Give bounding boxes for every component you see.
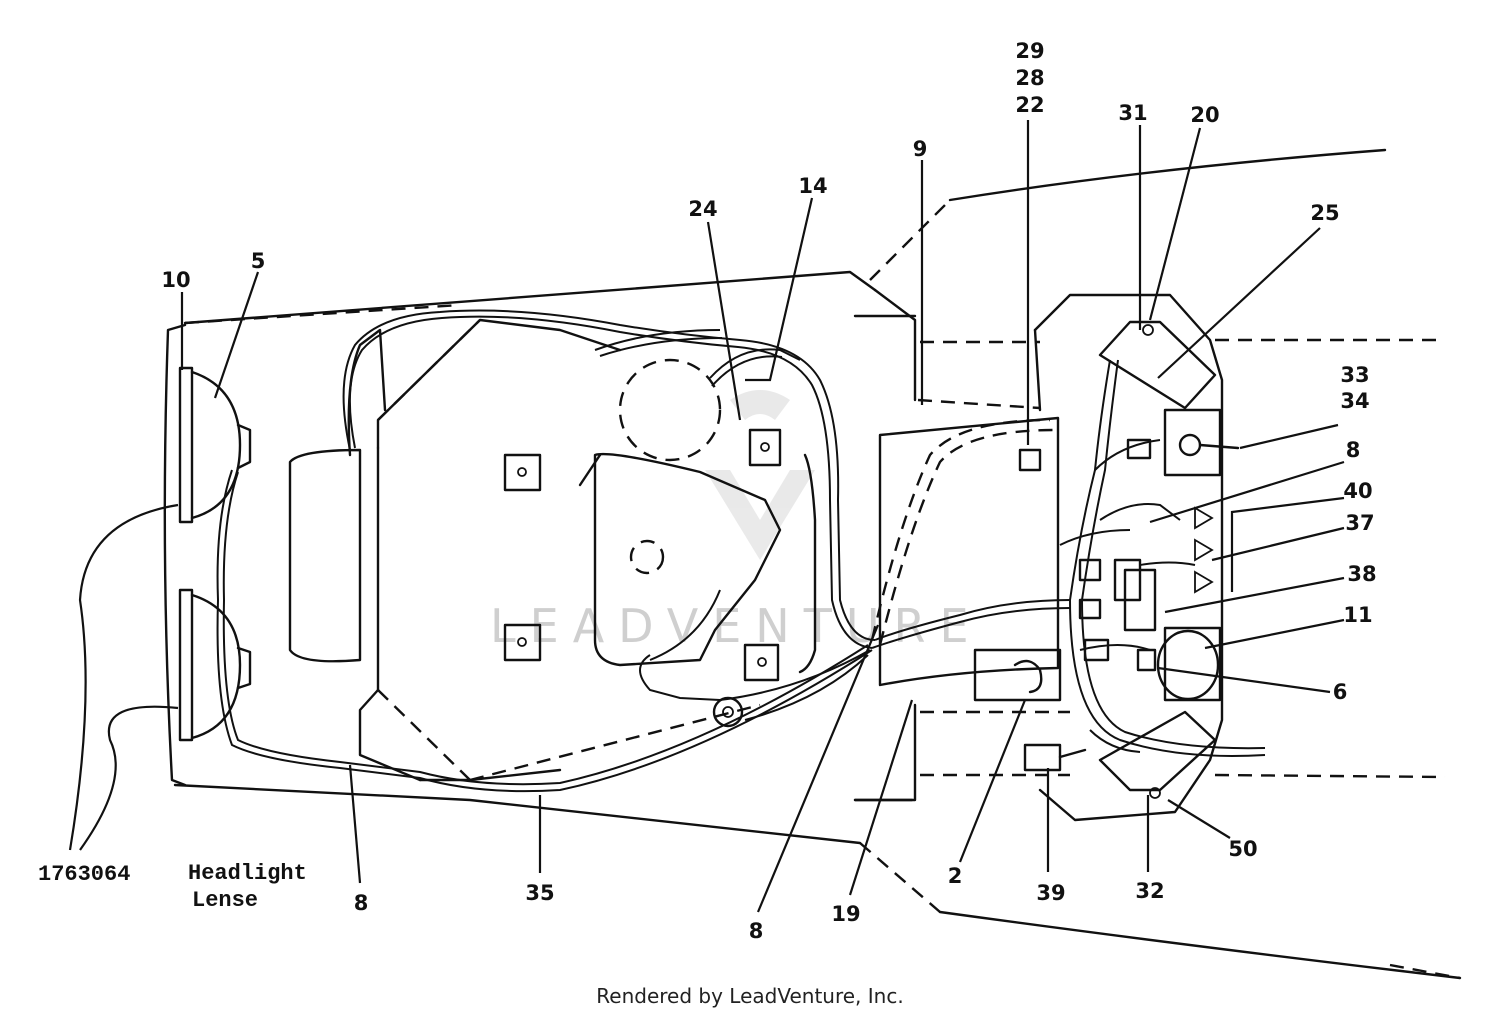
headlight-label-line1: Headlight (188, 861, 307, 886)
callout-37: 37 (1345, 511, 1374, 535)
callout-39: 39 (1036, 881, 1065, 905)
callout-9: 9 (913, 137, 928, 161)
callout-40: 40 (1343, 479, 1372, 503)
callout-10: 10 (161, 268, 190, 292)
callout-33: 33 (1340, 363, 1369, 387)
callout-24: 24 (688, 197, 717, 221)
callout-32: 32 (1135, 879, 1164, 903)
callout-8-right: 8 (1346, 438, 1361, 462)
leadventure-logo-icon (705, 390, 815, 560)
wiring-harness (216, 309, 1266, 793)
callout-6: 6 (1333, 680, 1348, 704)
callout-38: 38 (1347, 562, 1376, 586)
headlight-lower (178, 588, 252, 742)
callout-20: 20 (1190, 103, 1219, 127)
callout-34: 34 (1340, 389, 1369, 413)
leader-lines (68, 120, 1345, 913)
dash-panel (878, 293, 1240, 822)
callout-14: 14 (798, 174, 827, 198)
callout-2: 2 (948, 864, 963, 888)
frame-rails (853, 314, 1446, 802)
part-number-label: 1763064 (38, 862, 130, 887)
callout-19: 19 (831, 902, 860, 926)
watermark: LEADVENTURE (490, 390, 983, 653)
engine-block (288, 318, 817, 782)
callout-8-bottom: 8 (354, 891, 369, 915)
callout-50: 50 (1228, 837, 1257, 861)
callout-28: 28 (1015, 66, 1044, 90)
watermark-text: LEADVENTURE (490, 599, 983, 653)
headlight-upper (178, 366, 252, 524)
callout-labels: 29 28 22 31 20 25 9 24 14 10 5 33 34 8 4… (38, 39, 1377, 943)
callout-35: 35 (525, 881, 554, 905)
callout-5: 5 (251, 249, 266, 273)
credit-text: Rendered by LeadVenture, Inc. (596, 984, 903, 1008)
callout-22: 22 (1015, 93, 1044, 117)
headlight-label-line2: Lense (192, 888, 258, 913)
hood-outline (163, 148, 1462, 980)
callout-11: 11 (1343, 603, 1372, 627)
callout-29: 29 (1015, 39, 1044, 63)
callout-25: 25 (1310, 201, 1339, 225)
callout-8-center: 8 (749, 919, 764, 943)
callout-31: 31 (1118, 101, 1147, 125)
